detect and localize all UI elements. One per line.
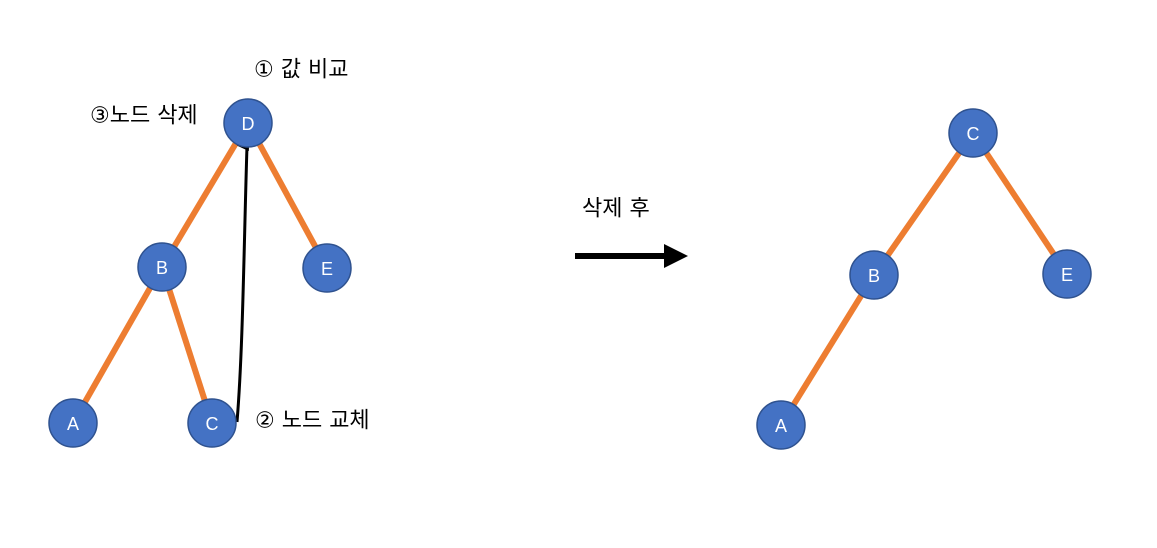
after-node-circle-C: [948, 108, 998, 158]
after-edge-C-B: [884, 149, 963, 259]
after-node-E: E: [1042, 249, 1092, 299]
before-node-B: B: [137, 242, 187, 292]
before-edge-D-B: [170, 140, 240, 250]
after-tree-nodes: C B E A: [756, 108, 1092, 450]
before-node-label-B: B: [156, 258, 168, 278]
after-node-label-B: B: [868, 266, 880, 286]
after-node-C: C: [948, 108, 998, 158]
before-node-label-E: E: [321, 259, 333, 279]
before-node-circle-C: [187, 398, 237, 448]
after-node-label-E: E: [1061, 265, 1073, 285]
after-node-circle-E: [1042, 249, 1092, 299]
before-node-label-A: A: [67, 414, 79, 434]
before-edge-B-A: [81, 284, 154, 406]
before-edge-D-E: [255, 140, 320, 251]
before-node-E: E: [302, 243, 352, 293]
after-node-label-A: A: [775, 416, 787, 436]
after-tree-edges: [790, 149, 1058, 408]
before-tree-nodes: D B E A C: [48, 98, 352, 448]
before-edge-B-C: [165, 287, 209, 403]
step1-label: ① 값 비교: [254, 58, 348, 83]
after-node-label-C: C: [967, 124, 980, 144]
before-node-circle-D: [223, 98, 273, 148]
before-node-circle-E: [302, 243, 352, 293]
before-node-A: A: [48, 398, 98, 448]
transition-arrow: [575, 244, 688, 268]
after-node-B: B: [849, 250, 899, 300]
step2-label: ② 노드 교체: [255, 409, 370, 434]
before-node-label-C: C: [206, 414, 219, 434]
before-node-label-D: D: [242, 114, 255, 134]
after-node-circle-B: [849, 250, 899, 300]
transition-arrow-head: [664, 244, 688, 268]
transition-label: 삭제 후: [582, 197, 650, 222]
before-node-circle-A: [48, 398, 98, 448]
before-node-C: C: [187, 398, 237, 448]
before-tree-edges: [81, 140, 320, 406]
before-node-circle-B: [137, 242, 187, 292]
after-edge-C-E: [982, 149, 1058, 258]
after-edge-B-A: [790, 292, 865, 408]
before-node-D: D: [223, 98, 273, 148]
replace-node-arrow: [235, 141, 250, 423]
after-node-A: A: [756, 400, 806, 450]
step3-label: ③노드 삭제: [90, 104, 198, 129]
after-node-circle-A: [756, 400, 806, 450]
